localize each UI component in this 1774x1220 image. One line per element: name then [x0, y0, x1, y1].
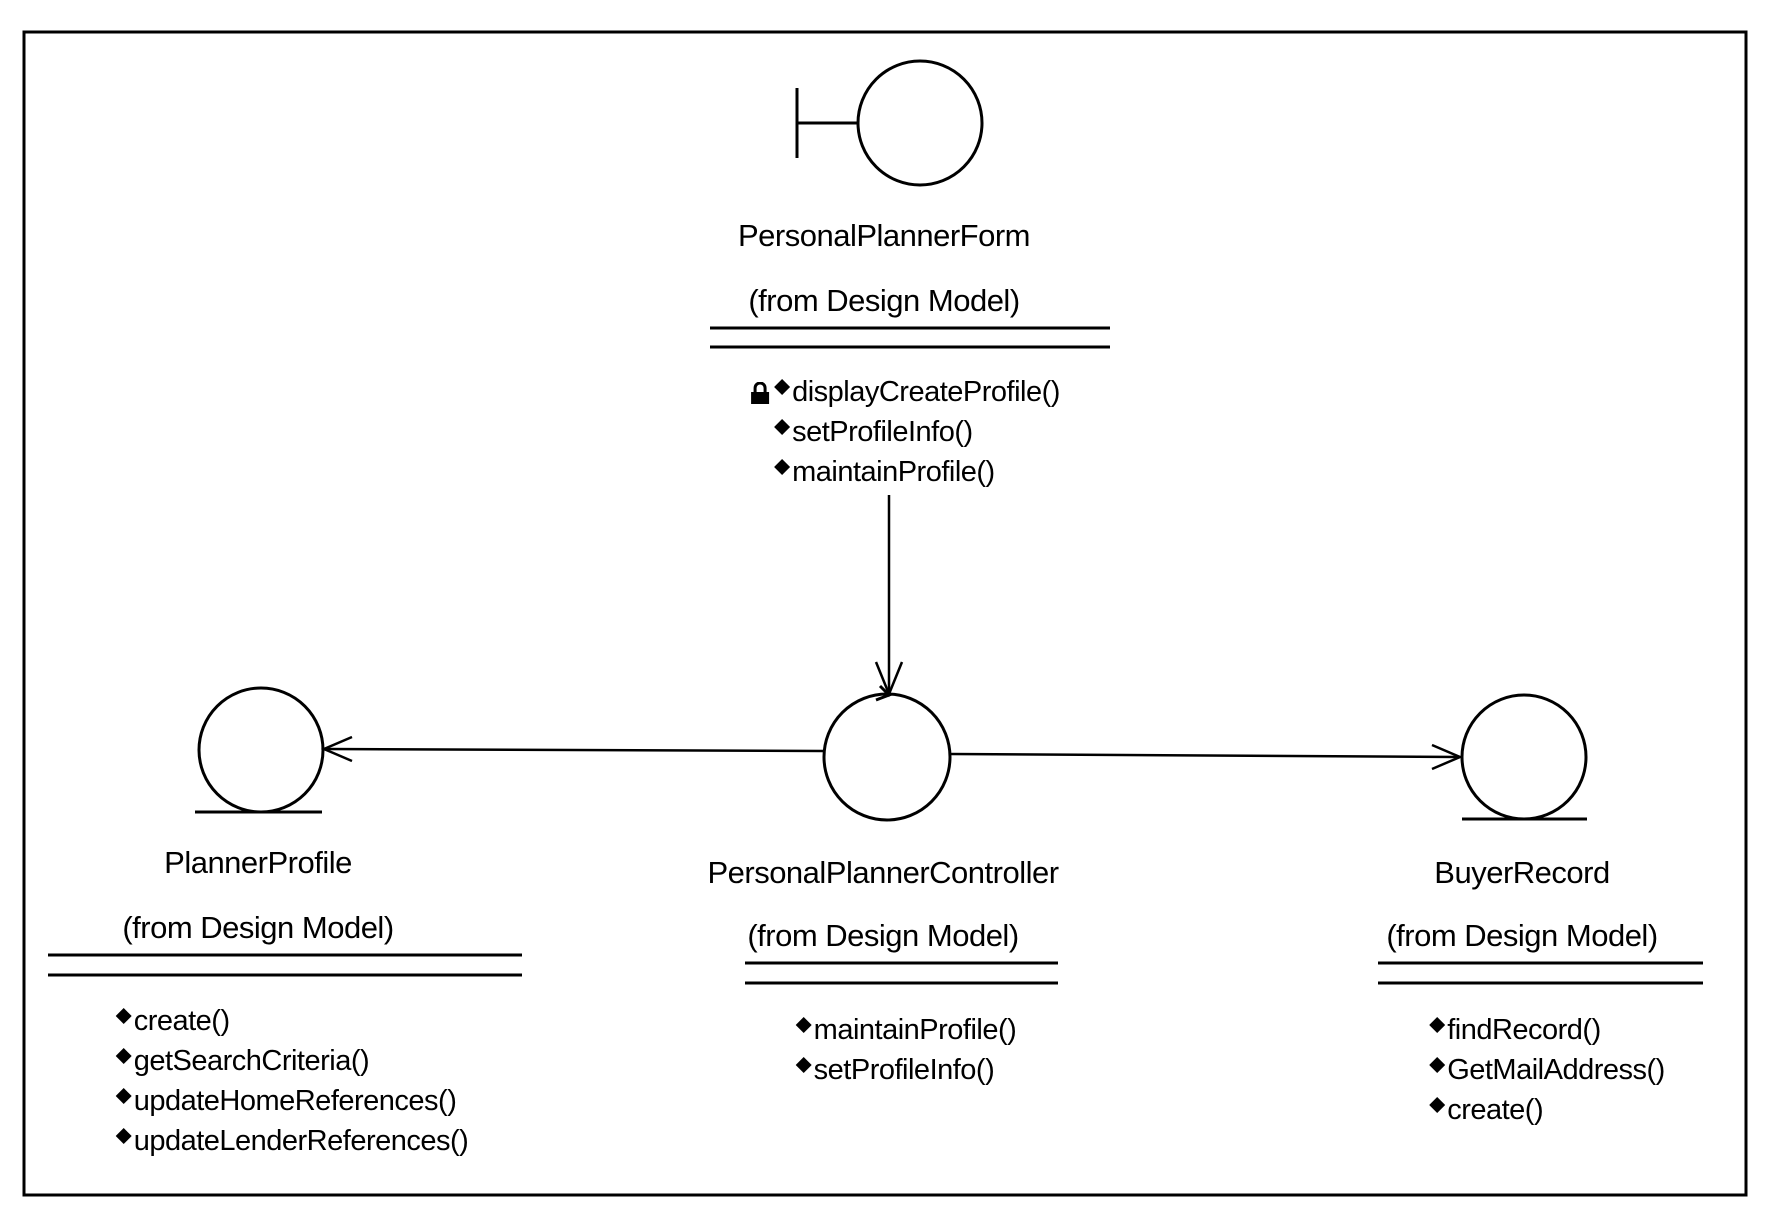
controller-operations-list: maintainProfile() setProfileInfo() — [795, 1010, 1017, 1090]
public-operation-diamond-icon — [115, 1048, 132, 1064]
public-operation-diamond-icon — [1429, 1057, 1446, 1073]
profile-operation[interactable]: getSearchCriteria() — [115, 1041, 469, 1081]
entity-class-icon[interactable] — [195, 686, 325, 814]
operation-label: displayCreateProfile() — [792, 376, 1060, 408]
control-class-icon[interactable] — [822, 684, 952, 822]
buyer-operation[interactable]: create() — [1429, 1090, 1665, 1130]
operation-label: updateHomeReferences() — [133, 1085, 457, 1117]
public-operation-diamond-icon — [115, 1088, 132, 1104]
association-controller-to-profile[interactable] — [320, 735, 825, 763]
profile-operation[interactable]: create() — [115, 1001, 469, 1041]
public-operation-diamond-icon — [774, 419, 791, 435]
lock-icon — [751, 382, 770, 404]
operation-label: updateLenderReferences() — [133, 1125, 469, 1157]
buyer-operation[interactable]: GetMailAddress() — [1429, 1050, 1665, 1090]
public-operation-diamond-icon — [115, 1008, 132, 1024]
public-operation-diamond-icon — [115, 1128, 132, 1144]
operation-label: findRecord() — [1447, 1014, 1601, 1046]
diagram-frame — [22, 30, 1748, 1197]
association-form-to-controller[interactable] — [874, 495, 904, 698]
operation-label: create() — [133, 1005, 230, 1037]
controller-class-name[interactable]: PersonalPlannerController — [707, 855, 1059, 890]
profile-class-package: (from Design Model) — [122, 910, 394, 945]
operation-label: maintainProfile() — [792, 456, 995, 488]
compartment-separators — [48, 326, 1703, 985]
buyer-class-package: (from Design Model) — [1386, 918, 1658, 953]
public-operation-diamond-icon — [774, 379, 791, 395]
public-operation-diamond-icon — [774, 459, 791, 475]
entity-class-icon[interactable] — [1460, 693, 1588, 821]
operation-label: create() — [1447, 1094, 1544, 1126]
buyer-operations-list: findRecord() GetMailAddress() create() — [1429, 1010, 1665, 1130]
public-operation-diamond-icon — [1429, 1097, 1446, 1113]
form-class-name[interactable]: PersonalPlannerForm — [737, 218, 1031, 253]
operation-label: setProfileInfo() — [792, 416, 973, 448]
profile-operation[interactable]: updateLenderReferences() — [115, 1121, 469, 1161]
profile-operation[interactable]: updateHomeReferences() — [115, 1081, 469, 1121]
public-operation-diamond-icon — [795, 1057, 812, 1073]
boundary-class-icon[interactable] — [795, 59, 984, 187]
form-operation[interactable]: displayCreateProfile() — [751, 372, 1060, 412]
public-operation-diamond-icon — [1429, 1017, 1446, 1033]
form-class-package: (from Design Model) — [748, 283, 1020, 318]
controller-class-package: (from Design Model) — [747, 918, 1019, 953]
buyer-operation[interactable]: findRecord() — [1429, 1010, 1665, 1050]
operation-label: GetMailAddress() — [1447, 1054, 1665, 1086]
form-operation[interactable]: maintainProfile() — [774, 452, 1060, 492]
controller-operation[interactable]: setProfileInfo() — [795, 1050, 1017, 1090]
form-operation[interactable]: setProfileInfo() — [774, 412, 1060, 452]
profile-operations-list: create() getSearchCriteria() updateHomeRef… — [115, 1001, 469, 1161]
controller-operation[interactable]: maintainProfile() — [795, 1010, 1017, 1050]
operation-label: maintainProfile() — [813, 1014, 1017, 1046]
operation-label: setProfileInfo() — [813, 1054, 995, 1086]
form-operations-list: displayCreateProfile() setProfileInfo() ma… — [751, 372, 1060, 492]
profile-class-name[interactable]: PlannerProfile — [164, 845, 352, 880]
association-controller-to-buyer[interactable] — [949, 743, 1464, 771]
buyer-class-name[interactable]: BuyerRecord — [1434, 855, 1610, 890]
operation-label: getSearchCriteria() — [133, 1045, 370, 1077]
public-operation-diamond-icon — [795, 1017, 812, 1033]
